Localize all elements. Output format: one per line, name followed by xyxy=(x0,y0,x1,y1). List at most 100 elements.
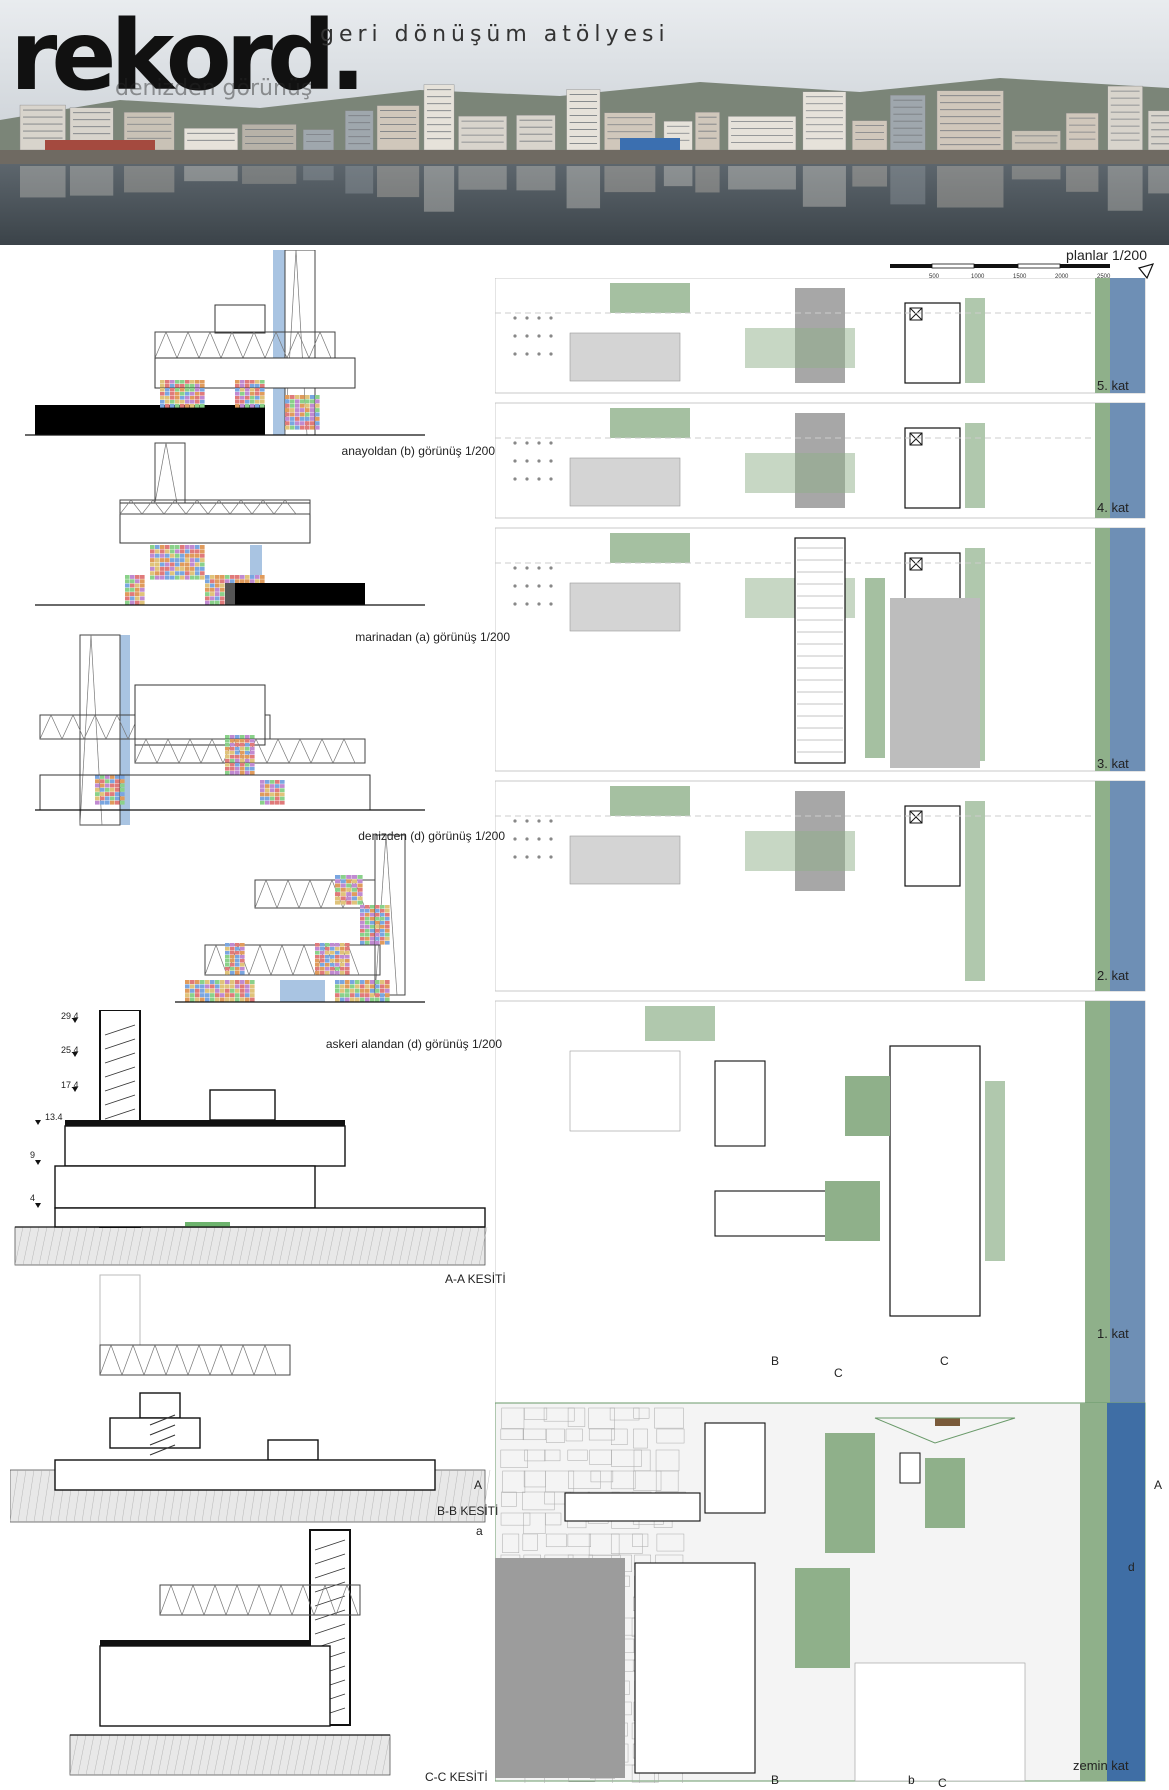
recycled-panel xyxy=(240,575,245,579)
floor-box xyxy=(267,1439,319,1461)
recycled-panel xyxy=(285,408,290,413)
recycled-panel xyxy=(345,959,350,963)
recycled-panel xyxy=(330,943,335,947)
recycled-panel xyxy=(335,993,340,998)
building xyxy=(345,110,374,151)
recycled-panel xyxy=(351,896,357,901)
recycled-panel xyxy=(230,763,235,767)
recycled-panel xyxy=(310,408,315,413)
recycled-panel xyxy=(346,875,352,879)
recycled-panel xyxy=(120,796,125,801)
recycled-panel xyxy=(190,380,195,384)
recycled-panel xyxy=(235,951,240,955)
truss-diag xyxy=(302,1584,315,1616)
hatch xyxy=(110,1226,120,1266)
hatch xyxy=(278,1226,288,1266)
floor-label: 2. kat xyxy=(1097,968,1129,983)
recycled-panel xyxy=(190,575,195,580)
recycled-panel xyxy=(335,955,340,959)
recycled-panel xyxy=(225,575,230,579)
recycled-panel xyxy=(260,796,265,801)
recycled-panel xyxy=(100,787,105,792)
recycled-panel xyxy=(346,887,352,892)
recycled-panel xyxy=(225,743,230,747)
tree-dot xyxy=(513,819,517,823)
truss-diag xyxy=(385,834,398,996)
hatch xyxy=(189,1734,199,1776)
recycled-panel xyxy=(155,545,160,549)
level-mark: 17.4 xyxy=(61,1080,79,1090)
recycled-panel xyxy=(380,909,385,913)
truss-diag xyxy=(176,331,189,359)
recycled-panel xyxy=(340,943,345,947)
truss-diag xyxy=(229,499,242,515)
recycled-panel xyxy=(240,967,245,971)
tree-dot xyxy=(525,316,529,320)
truss-diag xyxy=(332,738,345,764)
recycled-panel xyxy=(335,896,341,901)
recycled-panel xyxy=(190,400,195,404)
recycled-panel xyxy=(185,993,190,998)
recycled-panel xyxy=(190,392,195,396)
hatch xyxy=(358,1226,368,1266)
paving-stone xyxy=(524,1407,548,1420)
sea-strip xyxy=(1110,278,1145,393)
recycled-panel xyxy=(230,984,235,989)
hatch xyxy=(109,1734,119,1776)
recycled-panel xyxy=(185,392,190,396)
recycled-panel xyxy=(210,988,215,993)
reflection xyxy=(1066,166,1099,192)
truss-diag xyxy=(255,738,268,764)
building xyxy=(302,129,334,151)
recycled-panel xyxy=(365,929,370,933)
recycled-panel xyxy=(180,562,185,567)
hatch xyxy=(310,1226,320,1266)
recycled-panel xyxy=(175,545,180,549)
truss-diag xyxy=(198,331,211,359)
recycled-panel xyxy=(170,384,175,388)
tree-dot xyxy=(537,837,541,841)
recycled-panel xyxy=(370,921,375,925)
level-icon xyxy=(72,1087,78,1092)
recycled-panel xyxy=(345,967,350,971)
sea-strip xyxy=(1107,1403,1145,1781)
recycled-panel xyxy=(160,388,165,392)
building xyxy=(566,89,601,151)
recycled-panel xyxy=(295,395,300,399)
recycled-panel xyxy=(355,997,360,1002)
elevator-x xyxy=(909,432,923,446)
stair-flight xyxy=(149,1444,176,1456)
elevator-icon xyxy=(909,307,923,321)
hatch xyxy=(254,1226,264,1266)
recycled-panel xyxy=(235,967,240,971)
recycled-panel xyxy=(235,396,240,400)
recycled-panel xyxy=(360,933,365,937)
recycled-panel xyxy=(315,971,320,975)
ground-hatch xyxy=(14,1226,486,1266)
recycled-panel xyxy=(240,955,245,959)
truss-diag xyxy=(247,1584,260,1616)
truss-diag xyxy=(291,1584,304,1616)
hatch xyxy=(398,1226,408,1266)
truss-diag xyxy=(185,499,198,515)
truss-diag xyxy=(121,1344,134,1376)
recycled-panel xyxy=(230,767,235,771)
recycled-panel xyxy=(230,579,235,584)
recycled-panel xyxy=(125,600,130,605)
hatch xyxy=(294,1226,304,1266)
recycled-panel xyxy=(320,971,325,975)
level-icon xyxy=(35,1203,41,1208)
truss-diag xyxy=(225,1584,238,1616)
photo-caption: denizden görünüş xyxy=(115,76,313,101)
recycled-panel xyxy=(245,771,250,775)
section-marker-C: C xyxy=(940,1354,949,1368)
recycled-panel xyxy=(245,396,250,400)
recycled-panel xyxy=(180,575,185,580)
truss-diag xyxy=(176,1344,189,1376)
floor-plans xyxy=(495,278,1146,1783)
sea-strip xyxy=(1110,781,1145,991)
hatch xyxy=(46,1226,56,1266)
recycled-panel xyxy=(225,963,230,967)
recycled-panel xyxy=(235,988,240,993)
recycled-panel xyxy=(180,545,185,549)
